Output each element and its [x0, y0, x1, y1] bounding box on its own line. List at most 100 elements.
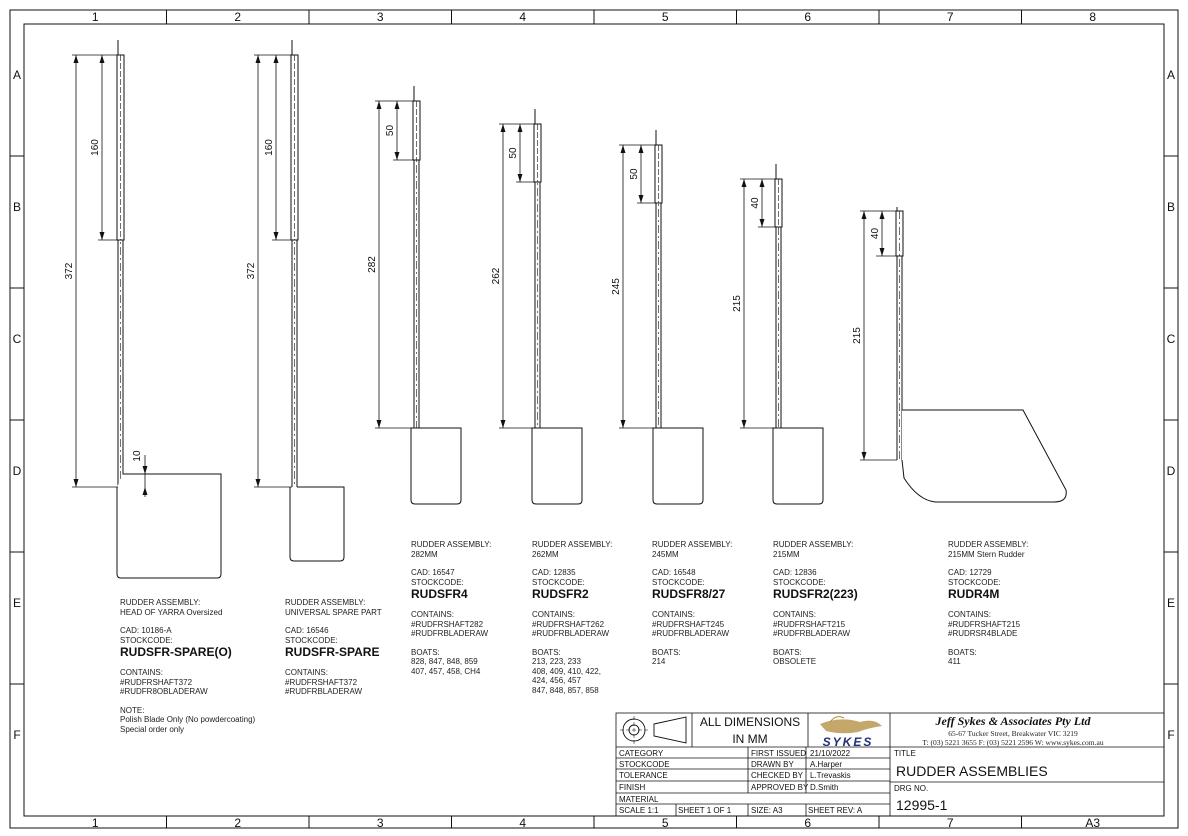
stockcode-label: STOCKCODE: — [652, 577, 705, 587]
title-label: TITLE — [894, 749, 916, 758]
spacer — [773, 559, 858, 568]
drawn-by-label: DRAWN BY — [751, 760, 794, 769]
assembly-heading: RUDDER ASSEMBLY: — [652, 540, 733, 549]
row-label-left: E — [13, 596, 21, 610]
dimension-arrow — [517, 174, 523, 182]
cad-number: CAD: 16548 — [652, 568, 696, 577]
row-label-right: A — [1167, 68, 1175, 82]
stockcode-value: RUDSFR2 — [532, 587, 589, 601]
approved-by-value: D.Smith — [810, 783, 839, 792]
stockcode-value: RUDSFR8/27 — [652, 587, 726, 601]
projection-symbol-cone — [653, 716, 687, 744]
dimension-arrow — [273, 232, 279, 240]
contains-item: #RUDFRBLADERAW — [285, 687, 363, 696]
first-issued-label: FIRST ISSUED — [751, 749, 806, 758]
dimension-label: 40 — [870, 228, 881, 240]
boats-label: BOATS: — [948, 647, 977, 657]
stockcode-value: RUDSFR2(223) — [773, 587, 858, 601]
stockcode-value: RUDR4M — [948, 587, 1000, 601]
boats-label: BOATS: — [411, 647, 440, 657]
note-label: NOTE: — [120, 705, 145, 715]
spacer — [120, 697, 255, 706]
dimension-arrow — [394, 101, 400, 109]
spacer — [120, 659, 255, 668]
column-label-top: 5 — [662, 10, 669, 24]
contains-label: CONTAINS: — [285, 668, 328, 677]
assembly-heading: RUDDER ASSEMBLY: — [773, 540, 854, 549]
spacer — [285, 617, 382, 626]
cad-number: CAD: 10186-A — [120, 626, 172, 635]
boats-item: 847, 848, 857, 858 — [532, 685, 599, 695]
dimension-label: 372 — [64, 262, 75, 279]
cad-number: CAD: 16546 — [285, 626, 329, 635]
assembly-heading: RUDDER ASSEMBLY: — [948, 540, 1029, 549]
spacer — [411, 601, 491, 610]
dimension-arrow — [759, 179, 765, 187]
sheet-size: SIZE: A3 — [751, 806, 783, 815]
assembly-heading: RUDDER ASSEMBLY: — [411, 540, 492, 549]
column-label-top: 1 — [92, 10, 99, 24]
stockcode-value: RUDSFR-SPARE — [285, 645, 380, 659]
dimension-arrow — [741, 420, 747, 428]
spacer — [948, 601, 1028, 610]
contains-item: #RUDFRSHAFT262 — [532, 619, 605, 629]
dimension-arrow — [517, 124, 523, 132]
column-label-bottom: A3 — [1085, 816, 1100, 830]
row-label-right: E — [1167, 596, 1175, 610]
dimension-label: 215 — [732, 295, 743, 312]
drawn-by-value: A.Harper — [810, 760, 843, 769]
spacer — [652, 601, 732, 610]
contains-label: CONTAINS: — [120, 668, 163, 677]
company-address: 65-67 Tucker Street, Breakwater VIC 3219 — [948, 729, 1078, 738]
drawing-title: RUDDER ASSEMBLIES — [896, 763, 1048, 779]
column-label-top: 8 — [1089, 10, 1096, 24]
spacer — [652, 559, 732, 568]
label-finish: FINISH — [619, 783, 646, 792]
contains-item: #RUDFRBLADERAW — [411, 629, 489, 638]
label-tolerance: TOLERANCE — [619, 771, 668, 780]
note-item: Polish Blade Only (No powdercoating) — [120, 715, 256, 724]
dimension-arrow — [99, 55, 105, 63]
assembly-description: 262MM — [532, 549, 559, 559]
dimension-arrow — [73, 479, 79, 487]
logo-emblem — [820, 719, 882, 734]
spacer — [411, 559, 491, 568]
blade-standard — [652, 427, 704, 505]
blade-oversized — [116, 473, 222, 579]
drawing-number: 12995-1 — [896, 797, 948, 813]
spacer — [773, 639, 858, 648]
approved-by-label: APPROVED BY — [751, 783, 809, 792]
dimension-arrow — [376, 101, 382, 109]
checked-by-value: L.Trevaskis — [810, 771, 851, 780]
assembly-heading: RUDDER ASSEMBLY: — [285, 598, 366, 607]
contains-item: #RUDFRSHAFT372 — [120, 677, 193, 687]
dimension-label: 372 — [246, 262, 257, 279]
contains-item: #RUDFRBLADERAW — [532, 629, 610, 638]
dimension-arrow — [255, 479, 261, 487]
dimension-arrow — [500, 124, 506, 132]
row-label-right: F — [1167, 728, 1174, 742]
drg-no-label: DRG NO. — [894, 784, 929, 793]
scale-value: SCALE 1:1 — [619, 806, 659, 815]
column-label-top: 2 — [234, 10, 241, 24]
contains-label: CONTAINS: — [411, 610, 454, 619]
cad-number: CAD: 12835 — [532, 568, 576, 577]
stockcode-label: STOCKCODE: — [948, 577, 1001, 587]
dimension-arrow — [273, 55, 279, 63]
boats-item: 213, 223, 233 — [532, 657, 581, 666]
column-label-top: 4 — [519, 10, 526, 24]
spacer — [285, 659, 382, 668]
logo-wordmark: SYKES — [823, 735, 874, 749]
contains-item: #RUDFRSHAFT215 — [948, 619, 1021, 629]
column-label-bottom: 7 — [947, 816, 954, 830]
cad-number: CAD: 12729 — [948, 568, 992, 577]
dimension-arrow — [99, 232, 105, 240]
dimension-arrow — [861, 211, 867, 219]
row-label-left: D — [13, 464, 22, 478]
column-label-top: 3 — [377, 10, 384, 24]
assembly-heading: RUDDER ASSEMBLY: — [120, 598, 201, 607]
boats-item: 411 — [948, 657, 961, 666]
